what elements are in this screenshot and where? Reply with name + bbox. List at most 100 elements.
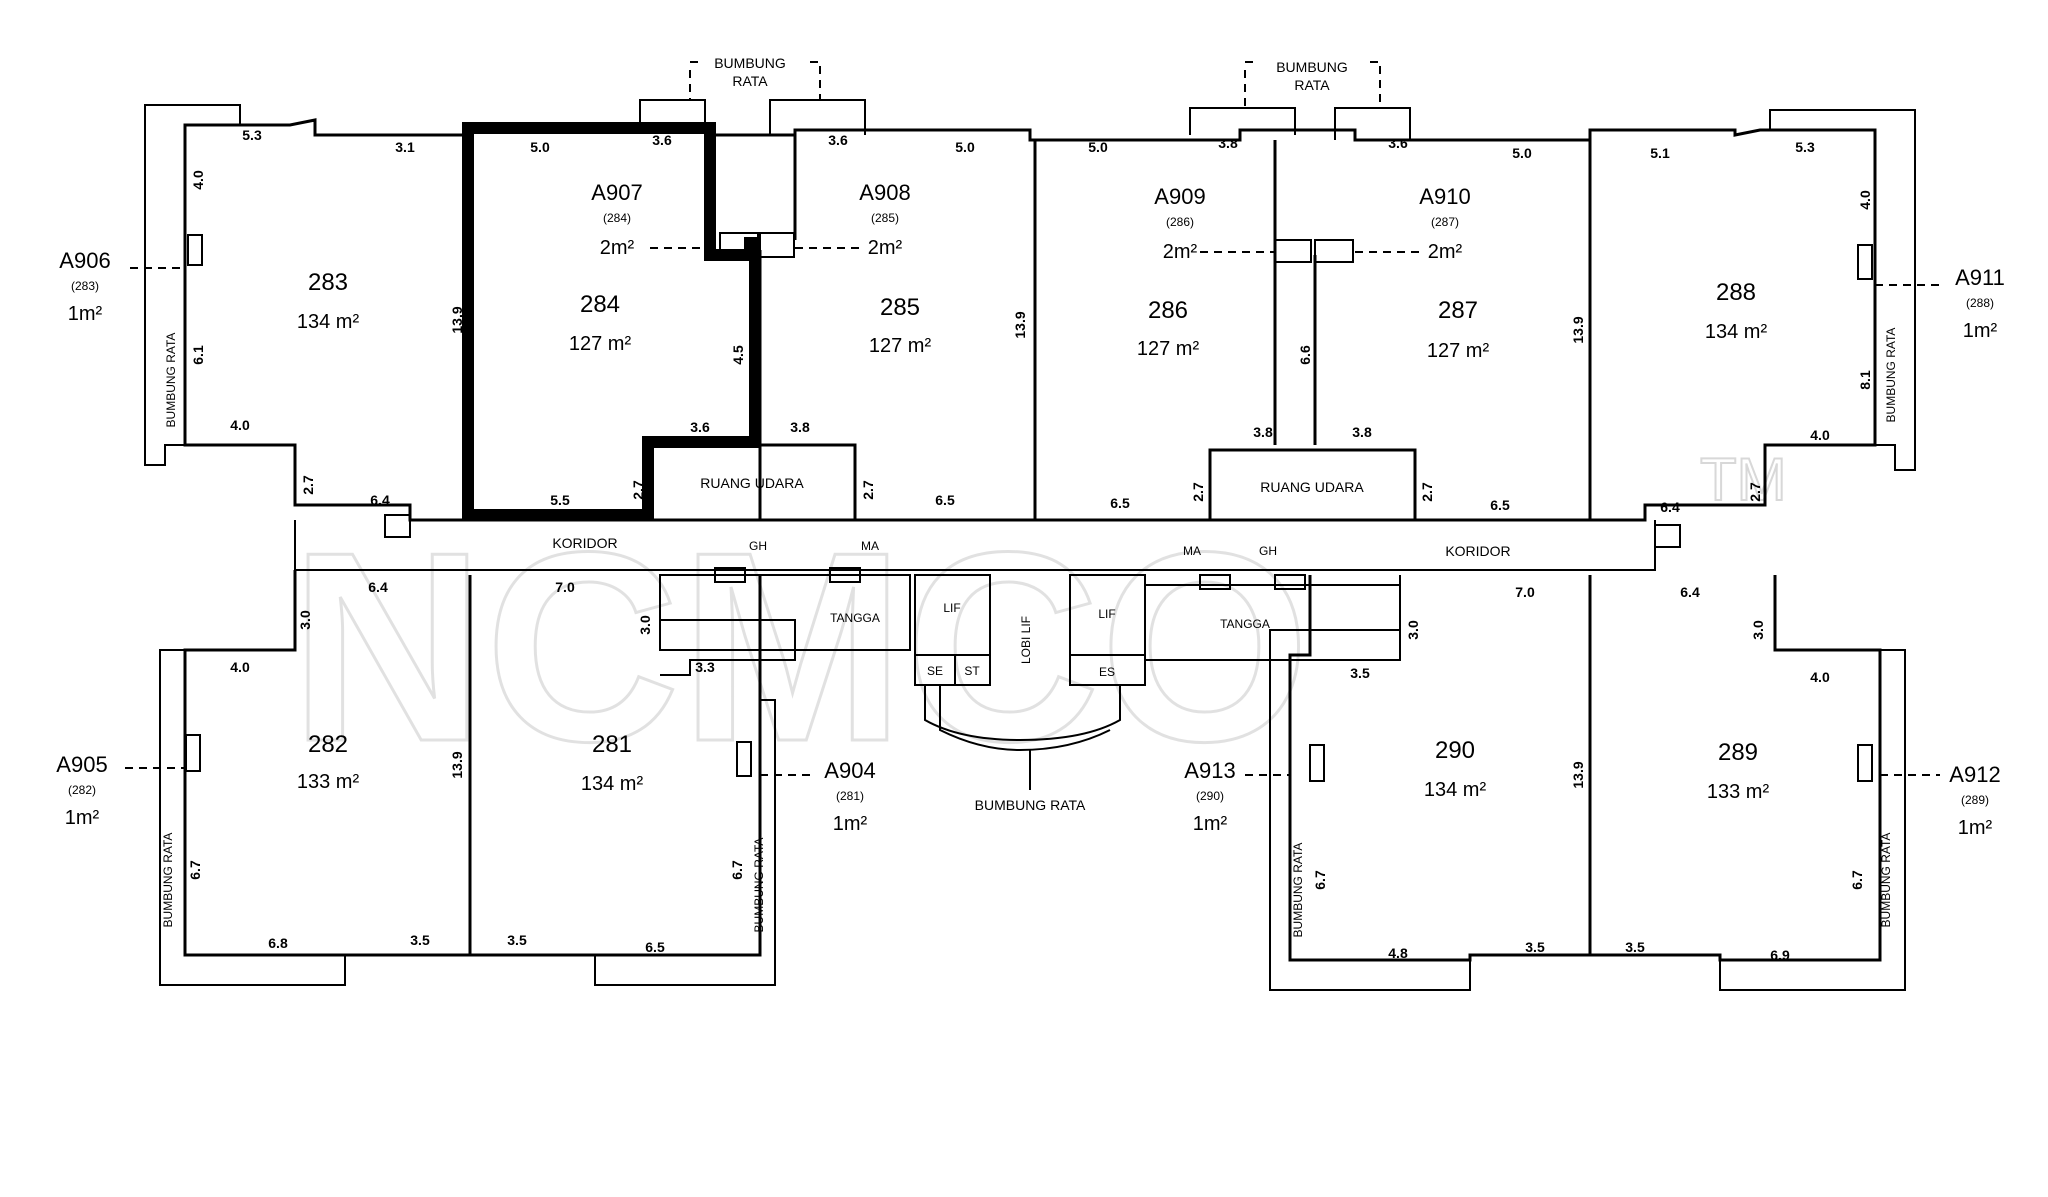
acc-a910-ref: (287) (1431, 215, 1459, 229)
dim-282-bottom-b: 3.5 (410, 932, 430, 948)
acc-a904-ref: (281) (836, 789, 864, 803)
niche-a904 (736, 741, 752, 777)
acc-a908-ref: (285) (871, 211, 899, 225)
acc-a913-ref: (290) (1196, 789, 1224, 803)
acc-a906-ref: (283) (71, 279, 99, 293)
acc-a909-ref: (286) (1166, 215, 1194, 229)
area-290: 134 m² (1424, 779, 1487, 801)
room-288: 288 (1716, 279, 1756, 306)
area-287: 127 m² (1427, 340, 1490, 362)
dim-286-top-b: 3.8 (1218, 135, 1238, 151)
room-287: 287 (1438, 297, 1478, 324)
leader-roof-right (1244, 61, 1381, 108)
area-284: 127 m² (569, 333, 632, 355)
area-283: 134 m² (297, 311, 360, 333)
dim-285-top-a: 3.6 (828, 132, 848, 148)
dim-6-7-br-2: 6.7 (1849, 870, 1865, 890)
lif-left-label: LIF (943, 601, 960, 615)
bottom-left-roof (159, 649, 346, 986)
dim-2-7-tl: 2.7 (300, 475, 316, 495)
shaft-a908 (759, 232, 795, 258)
left-roof-strip (144, 104, 241, 466)
room-283: 283 (308, 269, 348, 296)
dim-290-left-top: 3.5 (1350, 665, 1370, 681)
dim-2-7-tr: 2.7 (1190, 482, 1206, 502)
right-roof-strip (1769, 109, 1916, 471)
acc-a907-code: A907 (591, 180, 642, 205)
dim-286-top-a: 5.0 (1088, 139, 1108, 155)
dim-6-7-br: 6.7 (1312, 870, 1328, 890)
dim-282-left-top: 4.0 (230, 659, 250, 675)
niche-a911 (1857, 244, 1873, 280)
ruang-udara-left-label: RUANG UDARA (700, 475, 804, 491)
area-281: 134 m² (581, 773, 644, 795)
dim-282-bottom: 6.8 (268, 935, 288, 951)
se-label: SE (927, 664, 943, 678)
side-roof-label-bottom-right: BUMBUNG RATA (1291, 843, 1305, 938)
dim-283-top-a: 5.3 (242, 127, 262, 143)
acc-a913-area: 1m² (1193, 813, 1228, 835)
dim-ruang-right-b: 3.8 (1352, 424, 1372, 440)
tangga-right-label: TANGGA (1220, 617, 1270, 631)
dim-4-5-left: 4.5 (730, 345, 746, 365)
room-284: 284 (580, 291, 620, 318)
acc-a908-code: A908 (859, 180, 910, 205)
acc-a909-code: A909 (1154, 184, 1205, 209)
acc-a905-area: 1m² (65, 807, 100, 829)
es-label: ES (1099, 665, 1115, 679)
dim-289-bottom-a: 3.5 (1625, 939, 1645, 955)
dim-288-bottom-b: 4.0 (1810, 427, 1830, 443)
dim-284-inner: 3.6 (690, 419, 710, 435)
koridor-left-label: KORIDOR (552, 535, 617, 551)
dim-ruang-top: 3.8 (790, 419, 810, 435)
room-282: 282 (308, 731, 348, 758)
lif-right-label: LIF (1098, 607, 1115, 621)
ma-marker-right (1199, 574, 1231, 590)
dim-3-0-br: 3.0 (1405, 620, 1421, 640)
dim-8-1-right: 8.1 (1857, 370, 1873, 390)
dim-3-0-bl: 3.0 (297, 610, 313, 630)
tangga-left (659, 574, 911, 651)
dim-283-bottom: 4.0 (230, 417, 250, 433)
gh-left-label: GH (749, 539, 767, 553)
dim-13-9-br: 13.9 (1570, 761, 1586, 788)
niche-a913 (1309, 744, 1325, 782)
corridor-marker-left (384, 514, 411, 538)
highlight-unit-284 (462, 122, 761, 521)
acc-a904-area: 1m² (833, 813, 868, 835)
dim-283-top-b: 3.1 (395, 139, 415, 155)
acc-a904-code: A904 (824, 758, 875, 783)
acc-a906-code: A906 (59, 248, 110, 273)
dim-281-bottom-b: 6.5 (645, 939, 665, 955)
room-290: 290 (1435, 737, 1475, 764)
dim-289-bottom-b: 6.9 (1770, 947, 1790, 963)
acc-a912-code: A912 (1949, 762, 2000, 787)
dim-6-6-right: 6.6 (1297, 345, 1313, 365)
bottom-right-inner (1269, 575, 1401, 660)
corridor-outline (294, 520, 1656, 571)
watermark-text: NCMCO (290, 497, 1310, 798)
niche-a905 (185, 734, 201, 772)
lobi-lif-label: LOBI LIF (1019, 616, 1033, 664)
side-roof-label-top-left: BUMBUNG RATA (164, 333, 178, 428)
dim-290-bottom-b: 3.5 (1525, 939, 1545, 955)
acc-a910-code: A910 (1419, 184, 1470, 209)
dim-2-7-tr-2: 2.7 (1419, 482, 1435, 502)
tangga-left-label: TANGGA (830, 611, 880, 625)
dim-ruang-right-a: 3.8 (1253, 424, 1273, 440)
dim-13-9-mid: 13.9 (1012, 311, 1028, 338)
dim-285-bottom: 6.5 (935, 492, 955, 508)
dim-3-0-bl-2: 3.0 (637, 615, 653, 635)
area-285: 127 m² (869, 335, 932, 357)
dim-290-bottom-a: 4.8 (1388, 945, 1408, 961)
bottom-right-roof-2 (1719, 649, 1906, 991)
acc-a911-ref: (288) (1966, 296, 1994, 310)
acc-a911-area: 1m² (1963, 320, 1998, 342)
room-286: 286 (1148, 297, 1188, 324)
side-roof-label-bottom-left: BUMBUNG RATA (161, 833, 175, 928)
dim-287-bottom: 6.5 (1490, 497, 1510, 513)
dim-13-9-right: 13.9 (1570, 316, 1586, 343)
side-roof-label-bottom-right-2: BUMBUNG RATA (1879, 833, 1893, 928)
acc-a907-area: 2m² (600, 237, 635, 259)
core-curve (924, 685, 1121, 742)
